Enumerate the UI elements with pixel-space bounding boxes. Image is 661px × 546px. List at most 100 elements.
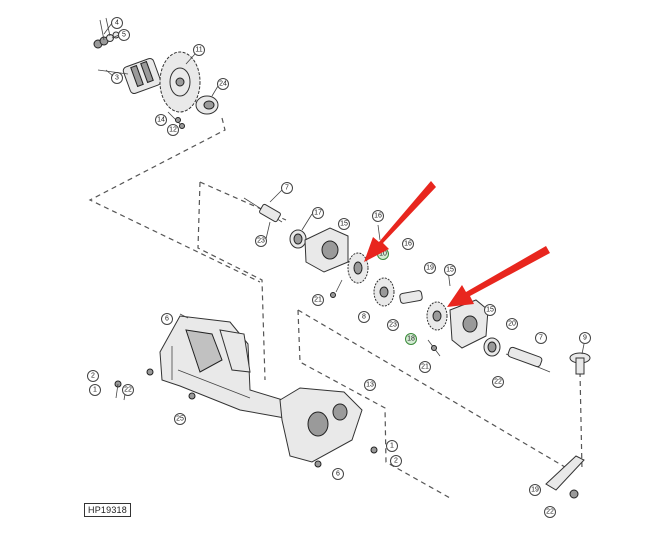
svg-text:13: 13 [366,382,374,389]
svg-text:19: 19 [426,265,434,272]
housing-15-lower [449,299,489,349]
svg-text:15: 15 [446,267,454,274]
main-frame [159,315,297,421]
callout-17: 17 [312,207,324,219]
gear-18 [426,301,448,331]
svg-text:8: 8 [362,314,366,321]
svg-text:22: 22 [124,387,132,394]
callout-2a: 2 [87,370,99,382]
callout-9: 9 [579,332,591,344]
svg-text:21: 21 [421,364,429,371]
shaft-22 [505,346,551,373]
callout-23b: 23 [387,319,399,331]
small-fasteners [330,224,451,357]
svg-text:22: 22 [494,379,502,386]
svg-text:20: 20 [508,321,516,328]
callout-23a: 23 [255,235,267,247]
svg-text:11: 11 [195,47,202,54]
callout-15b: 15 [444,264,456,276]
svg-text:5: 5 [122,32,126,39]
svg-text:2: 2 [91,373,95,380]
svg-text:15: 15 [340,221,348,228]
svg-text:1: 1 [390,443,394,450]
callout-15c: 15 [484,304,496,316]
callout-7a: 7 [281,182,293,194]
highlight-arrow-lower [447,246,550,307]
svg-text:23: 23 [389,322,397,329]
callout-19b: 19 [529,484,541,496]
callout-22a: 22 [492,376,504,388]
upper-sprocket-assembly [93,17,219,129]
housing-15-upper [304,227,349,273]
callout-13: 13 [364,379,376,391]
callout-5: 5 [118,29,130,41]
svg-text:6: 6 [165,316,169,323]
callout-18-highlighted: 18 [405,333,417,345]
highlight-arrow-upper [364,181,436,262]
gear-19 [347,252,369,284]
spacer-23 [399,290,423,304]
svg-text:18: 18 [407,336,415,343]
callout-1b: 1 [386,440,398,452]
svg-text:9: 9 [583,335,587,342]
svg-text:2: 2 [394,458,398,465]
callout-14: 14 [155,114,167,126]
shaft-23-upper [243,197,283,223]
svg-text:21: 21 [314,297,322,304]
assembly-guide-lines [88,117,583,499]
svg-text:25: 25 [176,416,184,423]
callout-25: 25 [174,413,186,425]
svg-text:24: 24 [219,81,227,88]
svg-text:15: 15 [486,307,494,314]
callout-22b: 22 [122,384,134,396]
callout-7b: 7 [535,332,547,344]
callout-1a: 1 [89,384,101,396]
callout-15a: 15 [338,218,350,230]
svg-text:10: 10 [379,251,387,258]
figure-id-label: HP19318 [84,503,131,517]
callout-19: 19 [424,262,436,274]
hub-housing [97,57,162,95]
svg-text:22: 22 [546,509,554,516]
svg-text:14: 14 [157,117,165,124]
callout-4: 4 [111,17,123,29]
svg-text:19: 19 [531,487,539,494]
svg-text:16: 16 [374,213,382,220]
svg-text:17: 17 [314,210,322,217]
svg-text:4: 4 [115,20,119,27]
callouts: 4 5 3 11 24 14 12 7 17 23 15 16 10 16 21… [87,17,591,518]
callout-12a: 12 [167,124,179,136]
gearcase-13 [279,387,363,463]
sprocket-8 [373,277,395,307]
svg-text:23: 23 [257,238,265,245]
left-bolts [114,313,378,468]
svg-text:1: 1 [93,387,97,394]
callout-11: 11 [193,44,205,56]
bearing-24 [195,95,219,115]
callout-2b: 2 [390,455,402,467]
central-drive-cluster [243,197,551,373]
svg-text:7: 7 [539,335,543,342]
bearing-17 [289,229,307,249]
lever-19 [545,455,585,499]
svg-text:16: 16 [404,241,412,248]
callout-16a: 16 [372,210,384,222]
pin-9 [569,352,591,375]
callout-22c: 22 [544,506,556,518]
leader-lines [103,22,585,401]
svg-text:3: 3 [115,75,119,82]
callout-8: 8 [358,311,370,323]
svg-text:7: 7 [285,185,289,192]
callout-21b: 21 [419,361,431,373]
callout-6b: 6 [332,468,344,480]
svg-text:12: 12 [169,127,177,134]
bearing-20 [483,337,501,357]
callout-16b: 16 [402,238,414,250]
callout-20: 20 [506,318,518,330]
small-bolts-14-12 [167,111,185,129]
large-sprocket [159,51,201,113]
callout-24: 24 [217,78,229,90]
svg-text:6: 6 [336,471,340,478]
callout-6a: 6 [161,313,173,325]
